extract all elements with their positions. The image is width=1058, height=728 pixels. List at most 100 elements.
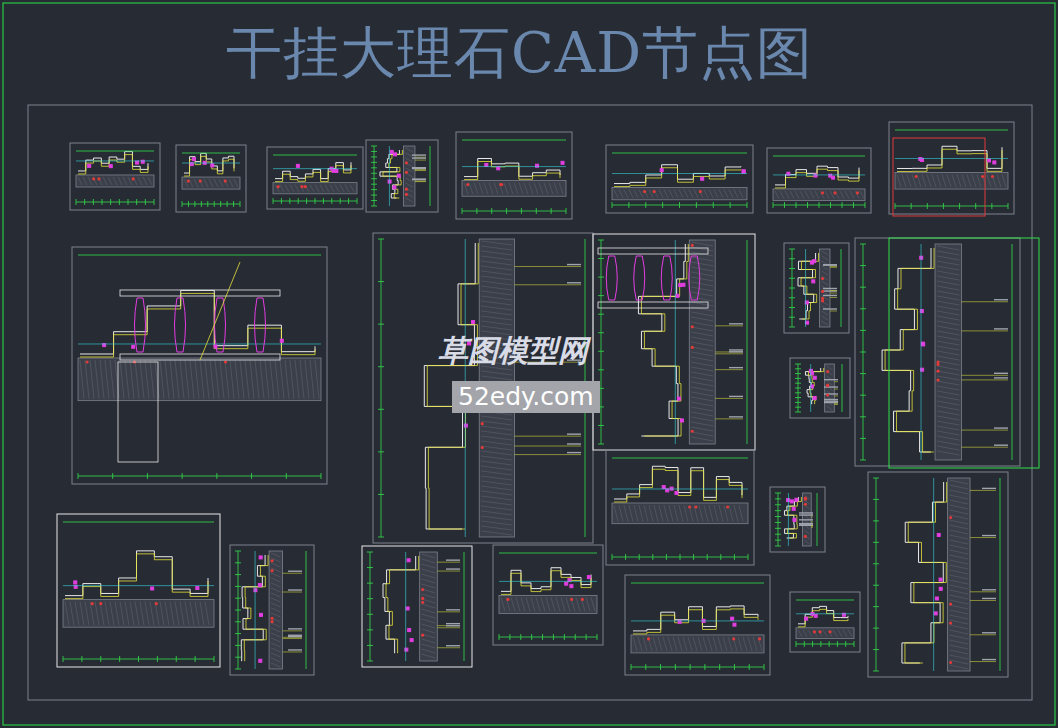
hatch-line [691, 282, 713, 286]
dimension-tick [235, 562, 241, 563]
dimension-tick [194, 201, 195, 207]
hatch-line [950, 535, 968, 539]
hatch-line [422, 569, 436, 573]
bolt-dot [155, 602, 158, 605]
hatch-line [481, 521, 512, 525]
hatch-line [160, 602, 164, 626]
hatch-line [544, 183, 548, 195]
dimension-tick [860, 373, 866, 374]
hatch-line [691, 377, 713, 381]
dimension-tick [860, 395, 866, 396]
dimension-tick [195, 656, 196, 662]
dimension-tick [789, 268, 795, 269]
hatch-line [691, 412, 713, 416]
bolt-dot [949, 661, 952, 664]
hatch-line [691, 397, 713, 401]
bolt-dot [936, 360, 939, 363]
hatch-line [808, 630, 812, 637]
hatch-line [80, 360, 84, 399]
anchor-mark [88, 164, 91, 167]
hatch-line [115, 360, 119, 399]
detail-frame [373, 233, 593, 543]
hatch-line [822, 281, 828, 285]
hatch-line [950, 540, 968, 544]
hatch-line [932, 174, 936, 187]
dimension-line [841, 249, 842, 327]
hatch-line [937, 261, 959, 265]
hatch-line [691, 332, 713, 336]
leader-line [415, 169, 426, 170]
hatch-line [185, 602, 189, 626]
leader-line [970, 600, 996, 601]
dimension-tick [286, 473, 287, 479]
hatch-line [529, 183, 533, 195]
leader-line [715, 351, 743, 352]
baluster [606, 256, 617, 300]
hatch-line [85, 602, 89, 626]
hatch-line [937, 446, 959, 450]
anchor-mark [987, 159, 990, 162]
dimension-tick [340, 198, 341, 204]
dimension-tick [306, 198, 307, 204]
baluster [634, 256, 645, 300]
dimension-tick [873, 478, 879, 479]
dimension-tick [367, 645, 373, 646]
anchor-mark [832, 176, 835, 179]
dimension-tick [220, 201, 221, 207]
hatch-line [942, 174, 946, 187]
anchor-mark [406, 607, 409, 610]
hatch-line [225, 360, 229, 399]
anchor-mark [497, 167, 500, 170]
anchor-mark [74, 581, 77, 584]
dimension-tick [102, 199, 103, 205]
hatch-line [950, 560, 968, 564]
dimension-line [612, 153, 747, 154]
detail-frame [855, 238, 1020, 466]
hatch-line [664, 190, 668, 198]
hatch-line [271, 608, 280, 612]
dimension-tick [371, 184, 377, 185]
axis-line [612, 488, 748, 489]
dimension-tick [491, 208, 492, 214]
bolt-dot [91, 602, 94, 605]
hatch-line [684, 190, 688, 198]
dimension-tick [119, 199, 120, 205]
hatch-line [138, 177, 142, 185]
dimension-tick [873, 671, 879, 672]
hatch-line [546, 597, 550, 611]
hatch-line [526, 597, 530, 611]
bolt-dot [804, 535, 807, 538]
hatch-line [775, 191, 779, 199]
hatch-line [950, 645, 968, 649]
bolt-dot [405, 161, 408, 164]
hatch-line [639, 505, 643, 522]
dimension-tick [873, 520, 879, 521]
dimension-tick [784, 202, 785, 208]
hatch-line [481, 471, 512, 475]
dimension-tick [860, 460, 866, 461]
hatch-line [481, 531, 512, 535]
dimension-tick [795, 392, 801, 393]
hatch-line [639, 190, 643, 198]
hatch-line [897, 174, 901, 187]
dimension-tick [598, 240, 604, 241]
dimension-tick [690, 664, 691, 670]
dimension-tick [586, 634, 587, 640]
hatch-line [270, 360, 274, 399]
hatch-line [235, 360, 239, 399]
hatch-line [110, 360, 114, 399]
hatch-line [145, 360, 149, 399]
hatch-line [215, 360, 219, 399]
dimension-tick [873, 585, 879, 586]
dimension-line [370, 552, 371, 661]
hatch-line [950, 650, 968, 654]
note-mark [823, 264, 837, 265]
hatch-line [205, 602, 209, 626]
hatch-line [724, 190, 728, 198]
bolt-dot [304, 185, 307, 188]
steel-frame [633, 609, 758, 634]
anchor-mark [701, 177, 704, 180]
hatch-line [937, 266, 959, 270]
hatch-line [271, 643, 280, 647]
note-mark [982, 589, 996, 590]
